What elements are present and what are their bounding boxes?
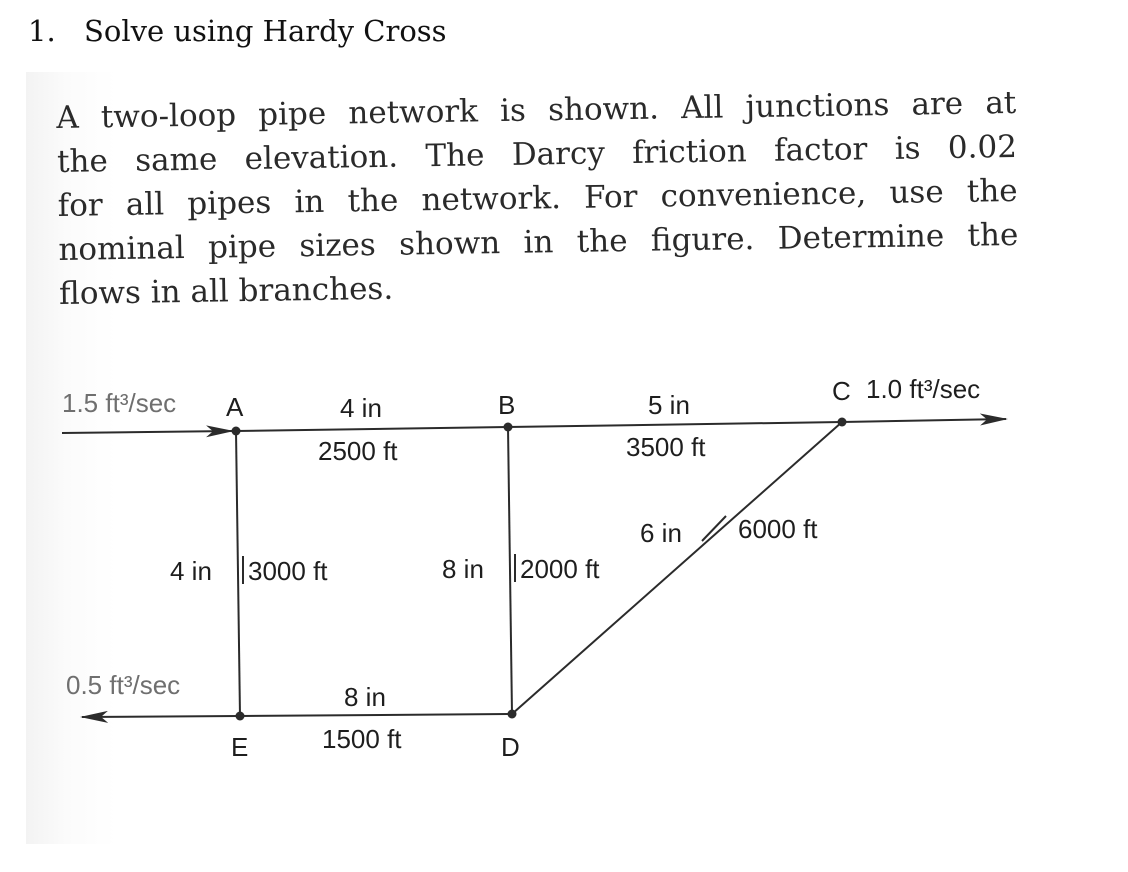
junction-c-dot bbox=[837, 417, 847, 427]
outflow-arrow-e bbox=[80, 710, 241, 723]
question-title: Solve using Hardy Cross bbox=[84, 14, 447, 48]
pipe-ed bbox=[239, 713, 513, 717]
label-divider-cd bbox=[701, 515, 727, 542]
pipe-bc-length: 3500 ft bbox=[626, 432, 706, 462]
pipe-bd bbox=[507, 426, 513, 715]
scanned-figure: A two-loop pipe network is shown. All ju… bbox=[26, 72, 1066, 844]
pipe-ab-diameter: 4 in bbox=[340, 393, 382, 423]
pipe-bd-length: 2000 ft bbox=[520, 554, 600, 584]
node-label-d: D bbox=[501, 732, 520, 762]
outflow-e-label: 0.5 ft³/sec bbox=[66, 670, 180, 700]
pipe-cd-length: 6000 ft bbox=[738, 514, 818, 544]
pipe-ed-diameter: 8 in bbox=[344, 682, 386, 712]
outflow-c-label: 1.0 ft³/sec bbox=[866, 374, 980, 404]
node-label-e: E bbox=[231, 732, 248, 762]
pipe-bc-diameter: 5 in bbox=[648, 390, 690, 420]
pipe-bd-diameter: 8 in bbox=[442, 554, 484, 584]
pipe-ed-length: 1500 ft bbox=[322, 724, 402, 754]
junction-e-dot bbox=[235, 711, 245, 721]
pipe-ae-length: 3000 ft bbox=[248, 556, 328, 586]
junction-a-dot bbox=[231, 426, 241, 436]
junction-d-dot bbox=[507, 709, 517, 719]
pipe-cd bbox=[511, 421, 843, 715]
pipe-ab-length: 2500 ft bbox=[318, 436, 398, 466]
pipe-ae-diameter: 4 in bbox=[170, 556, 212, 586]
pipe-ae bbox=[235, 430, 241, 717]
pipe-bc bbox=[507, 421, 843, 428]
inflow-arrow-a bbox=[61, 425, 234, 438]
node-label-c: C bbox=[832, 376, 851, 406]
pipe-network-diagram: A B C D E 1.5 ft³/sec 1.0 ft³/sec 0.5 ft… bbox=[61, 374, 1008, 762]
question-heading: 1. Solve using Hardy Cross bbox=[28, 14, 447, 48]
junction-b-dot bbox=[503, 422, 513, 432]
question-number: 1. bbox=[28, 14, 56, 48]
outflow-arrow-c bbox=[841, 413, 1008, 426]
pipe-cd-diameter: 6 in bbox=[640, 518, 682, 548]
pipe-ab bbox=[235, 426, 509, 432]
node-label-b: B bbox=[498, 390, 515, 420]
inflow-a-label: 1.5 ft³/sec bbox=[62, 388, 176, 418]
node-label-a: A bbox=[226, 392, 244, 422]
